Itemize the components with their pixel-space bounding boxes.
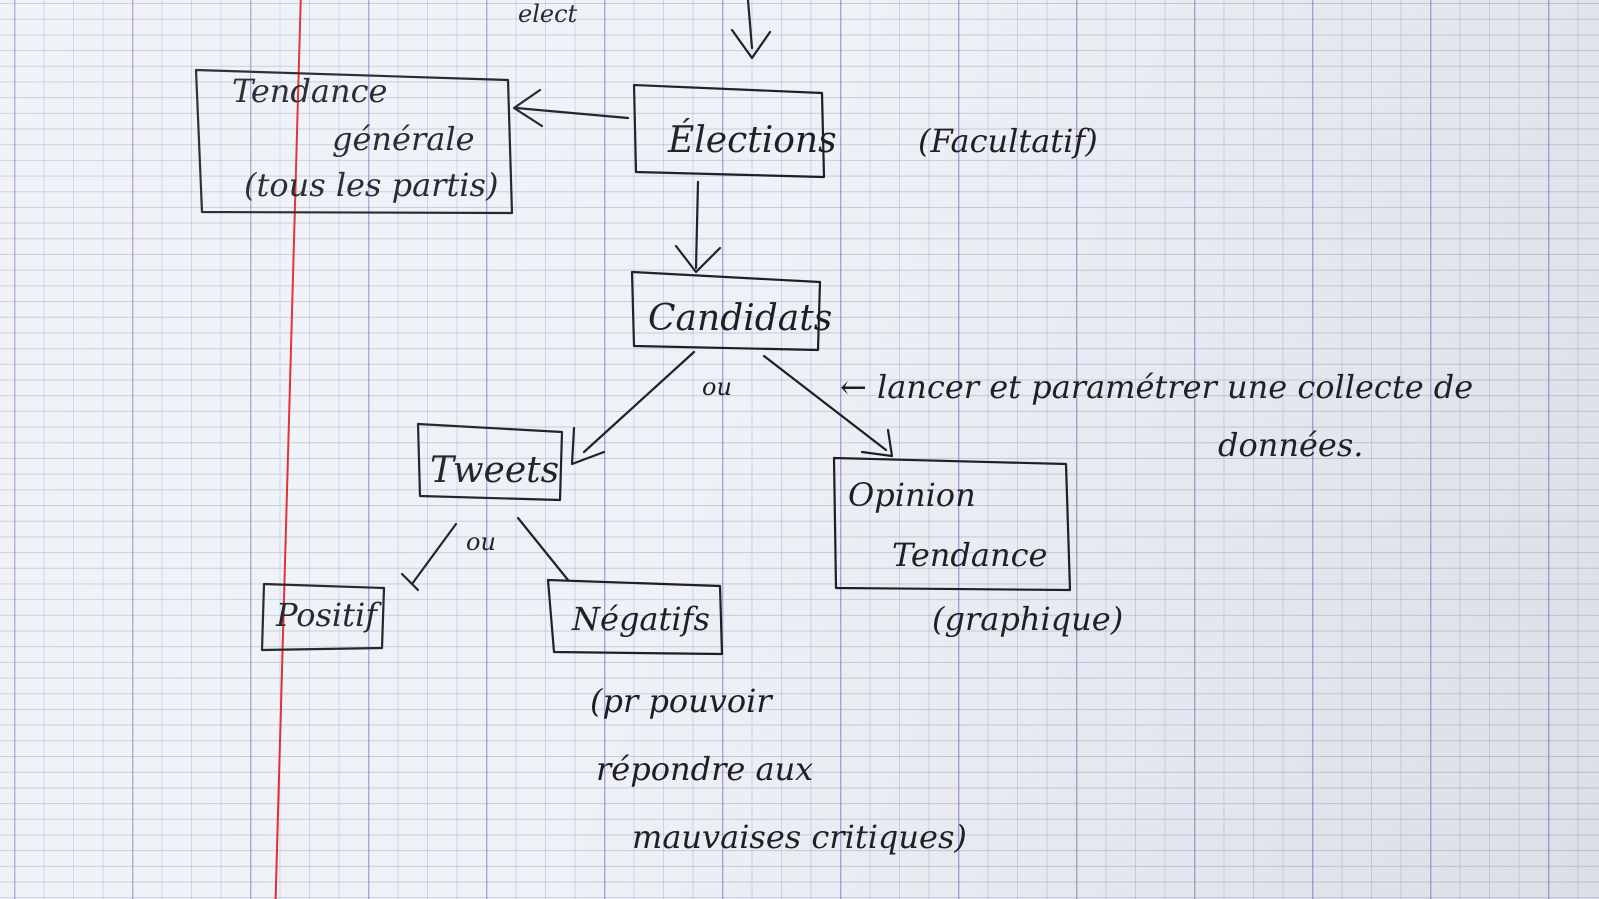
label-note-2: répondre aux <box>596 750 813 788</box>
label-ou-candidats: ou <box>702 373 732 401</box>
arrow-elections-to-candidats <box>674 180 722 274</box>
label-tweets: Tweets <box>430 450 559 491</box>
box-positif <box>260 582 386 652</box>
elect-fragment: elect <box>518 0 578 28</box>
label-positif: Positif <box>275 596 382 634</box>
arrow-into-elections <box>730 0 772 60</box>
label-negatifs: Négatifs <box>571 600 710 638</box>
arrow-candidats-to-tweets <box>570 350 696 466</box>
label-lancer-2: données. <box>1218 426 1363 464</box>
label-lancer-1: ← lancer et paramétrer une collecte de <box>840 368 1473 406</box>
box-tweets <box>416 422 564 502</box>
label-ou-tweets: ou <box>466 528 496 556</box>
box-elections <box>632 83 826 179</box>
label-graphique: (graphique) <box>932 600 1123 638</box>
label-candidats: Candidats <box>648 298 832 339</box>
branch-tweets-to-negatifs <box>516 516 570 582</box>
branch-tweets-to-positif <box>400 522 458 592</box>
label-tendance-generale-1: Tendance <box>232 72 387 110</box>
label-elections: Élections <box>667 119 837 161</box>
label-note-3: mauvaises critiques) <box>632 818 967 856</box>
label-tendance-generale-3: (tous les partis) <box>244 166 498 204</box>
label-opinion-tendance: Tendance <box>892 536 1047 574</box>
box-candidats <box>630 270 822 352</box>
box-opinion-tendance <box>832 456 1072 592</box>
label-opinion: Opinion <box>848 476 976 514</box>
label-facultatif: (Facultatif) <box>918 122 1098 160</box>
box-tendance-generale <box>194 68 514 215</box>
box-negatifs <box>546 578 724 656</box>
arrow-elections-to-tendance <box>512 88 630 128</box>
label-tendance-generale-2: générale <box>332 120 475 158</box>
label-note-1: (pr pouvoir <box>590 682 773 720</box>
arrow-candidats-to-opinion <box>762 354 894 458</box>
